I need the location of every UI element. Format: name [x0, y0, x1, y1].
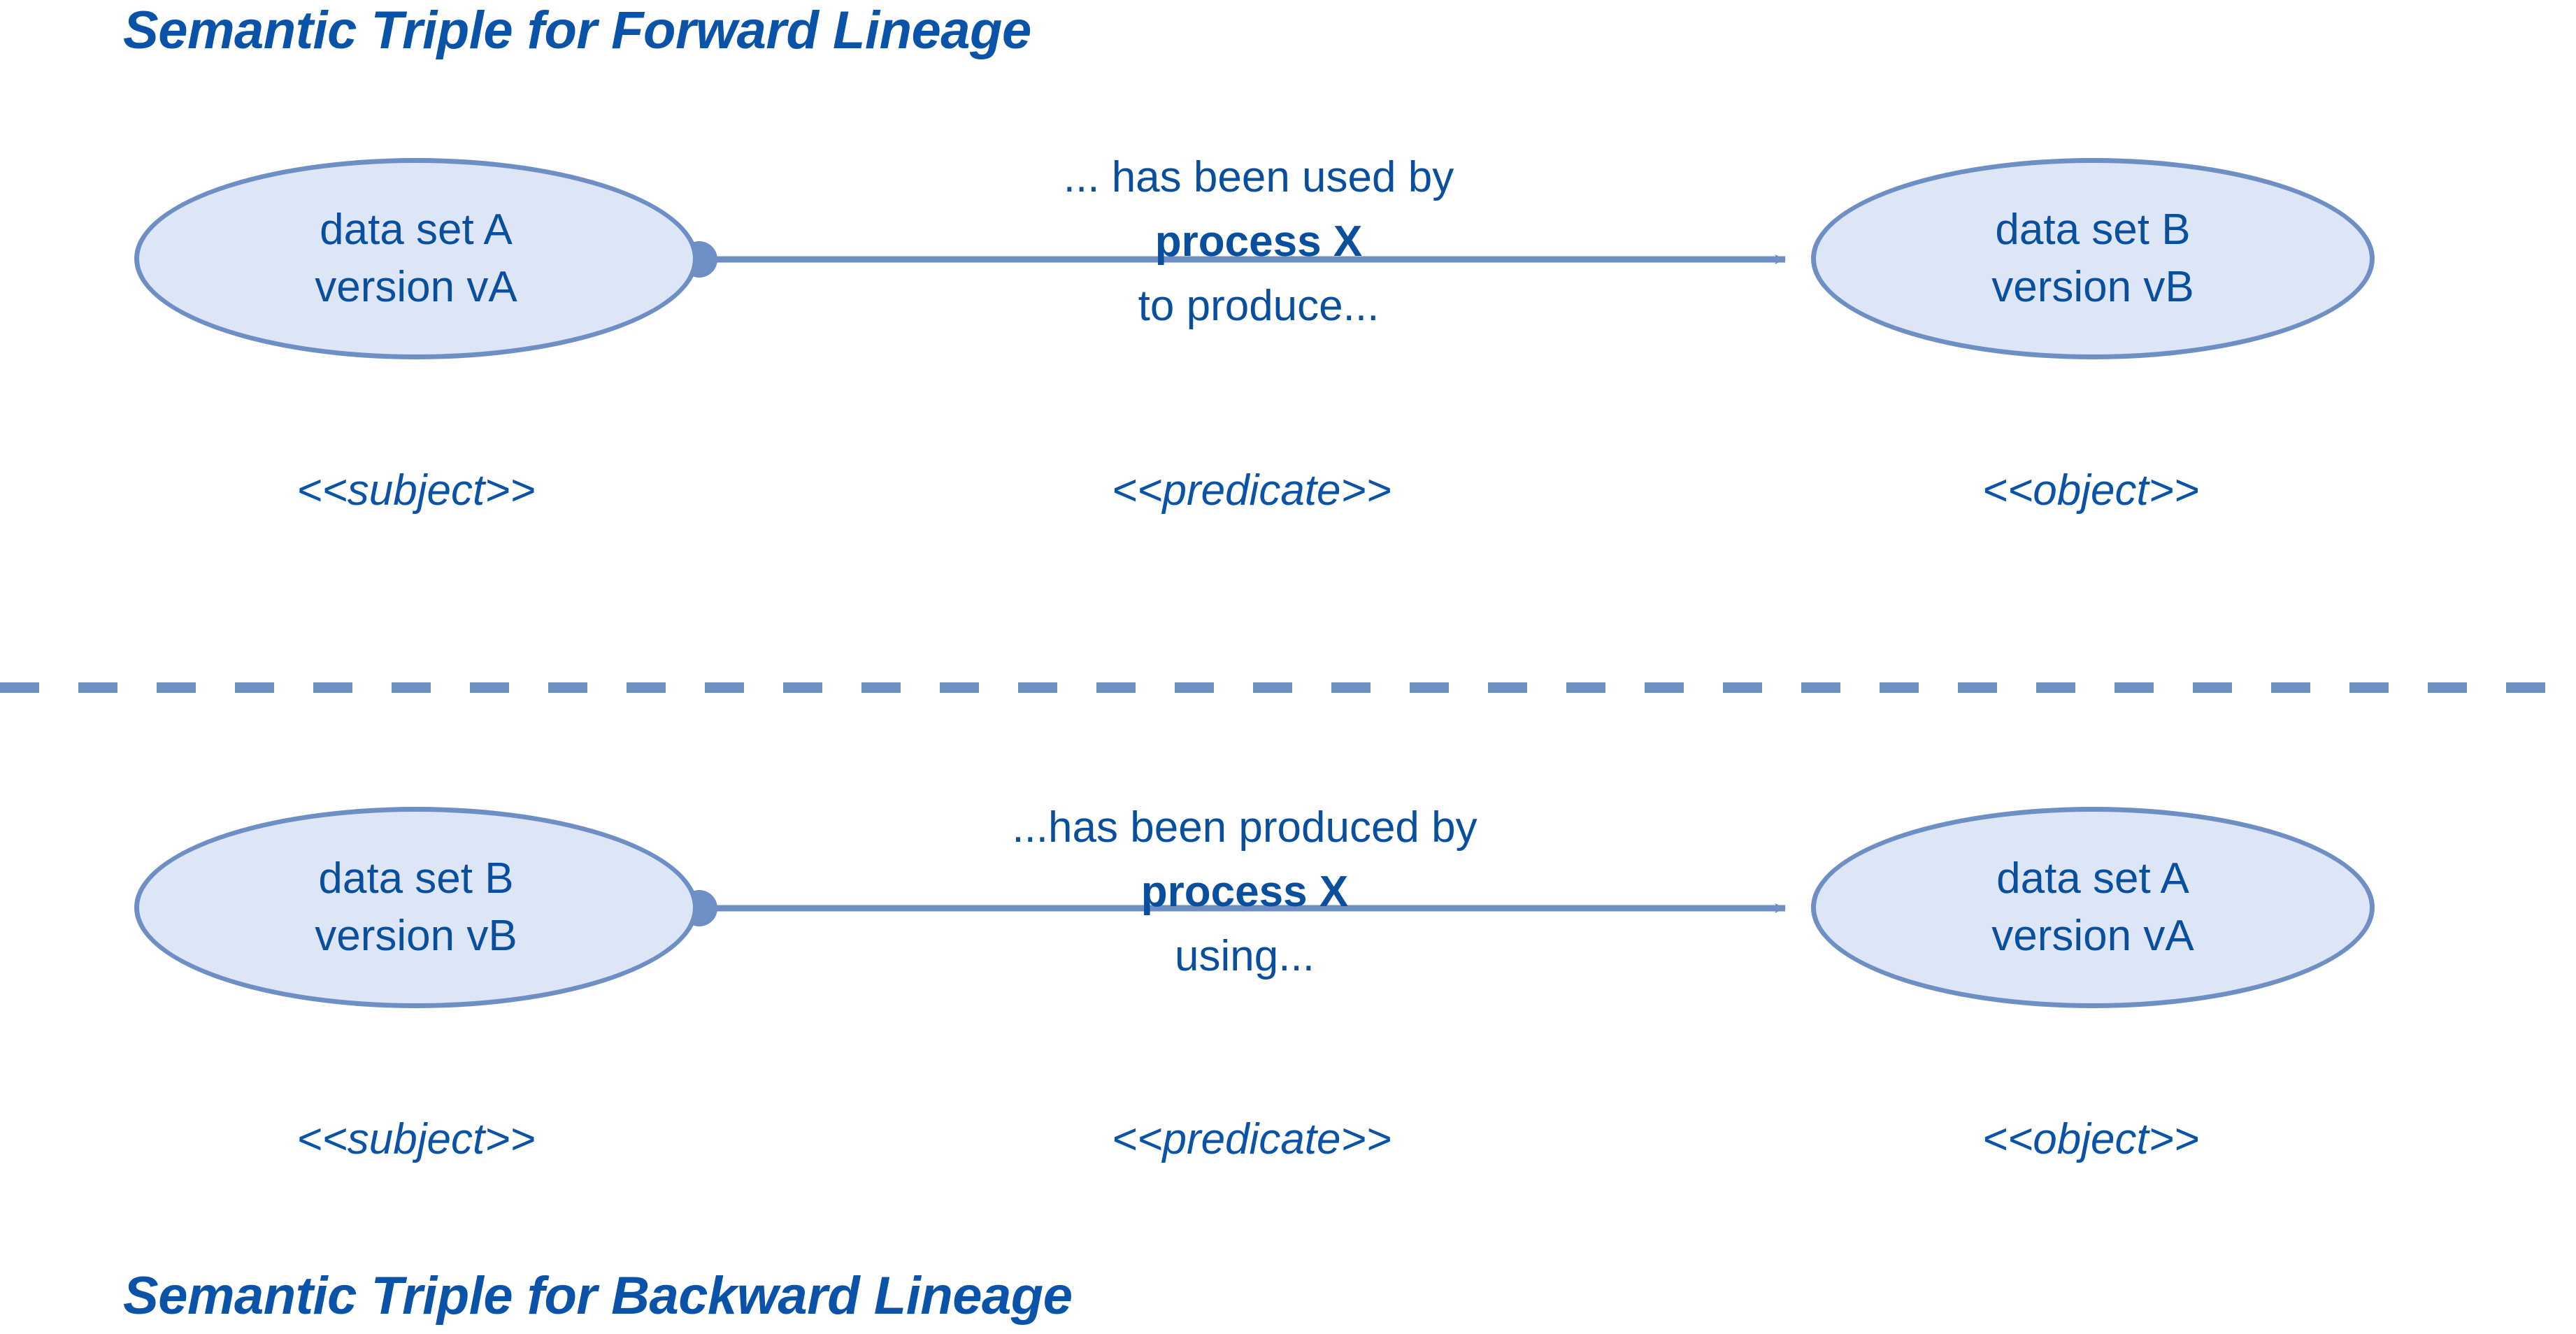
node-label-line1: data set B	[318, 854, 514, 903]
node-r1-subject[interactable]: data set A version vA	[134, 158, 698, 359]
role-label-subject-r1: <<subject>>	[296, 466, 536, 515]
role-label-predicate-r1: <<predicate>>	[1112, 466, 1391, 515]
section-divider	[0, 682, 2576, 693]
node-label-line1: data set A	[320, 206, 513, 254]
node-label-line2: version vA	[315, 263, 517, 311]
node-label-line2: version vB	[1991, 263, 2194, 311]
node-label-line1: data set B	[1995, 206, 2191, 254]
role-label-subject-r2: <<subject>>	[296, 1115, 536, 1163]
node-label-line2: version vB	[315, 912, 517, 960]
role-label-predicate-r2: <<predicate>>	[1112, 1115, 1391, 1163]
node-label-line1: data set A	[1996, 854, 2189, 903]
node-r1-object[interactable]: data set B version vB	[1811, 158, 2375, 359]
node-label-line2: version vA	[1991, 912, 2194, 960]
role-label-object-r2: <<object>>	[1982, 1115, 2200, 1163]
forward-lineage-title: Semantic Triple for Forward Lineage	[123, 1, 1031, 60]
role-label-object-r1: <<object>>	[1982, 466, 2200, 515]
node-r2-object[interactable]: data set A version vA	[1811, 807, 2375, 1008]
backward-lineage-title: Semantic Triple for Backward Lineage	[123, 1266, 1073, 1326]
node-r2-subject[interactable]: data set B version vB	[134, 807, 698, 1008]
